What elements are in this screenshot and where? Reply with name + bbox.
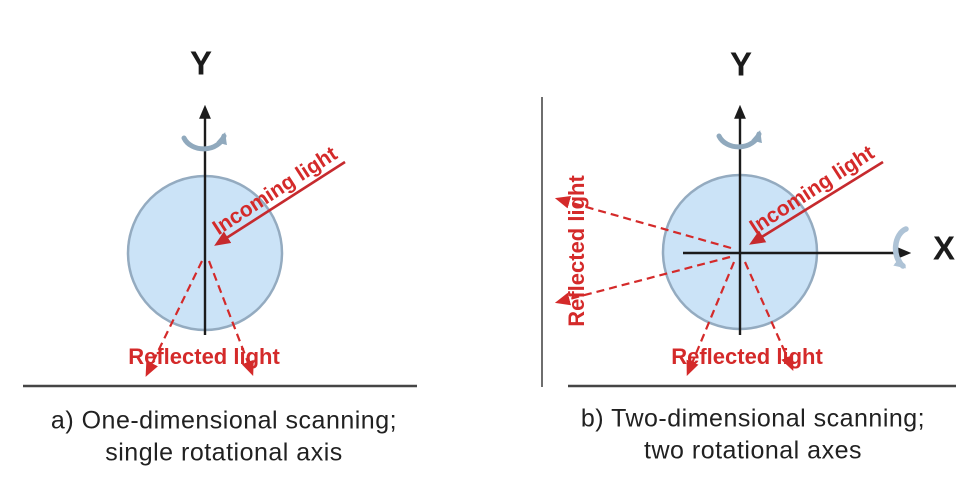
rotation-arrow-y-a-icon — [181, 132, 227, 152]
reflected-ray-b-down-right — [743, 261, 794, 371]
rotation-arrow-x-b-icon — [892, 226, 909, 269]
reflected-ray-b-lower-left — [554, 255, 731, 306]
reflected-light-label-a: Reflected light — [128, 344, 280, 369]
incoming-light-ray-b — [749, 160, 884, 245]
x-axis-label-b: X — [932, 229, 956, 267]
panel-b-graphics — [541, 97, 956, 388]
reflected-ray-a-right — [207, 260, 254, 377]
reflected-light-label-b-wall: Reflected light — [564, 175, 589, 327]
caption-a-line2: single rotational axis — [105, 438, 343, 467]
reflected-light-label-b-ground: Reflected light — [671, 344, 823, 369]
panel-a-graphics — [23, 104, 417, 388]
caption-b-line2: two rotational axes — [644, 436, 862, 465]
reflected-ray-b-upper-left — [554, 196, 732, 250]
incoming-light-ray-a — [214, 160, 346, 246]
reflected-ray-b-down-left — [686, 261, 736, 376]
y-axis-label-b: Y — [729, 45, 753, 83]
caption-b-line1: b) Two-dimensional scanning; — [580, 404, 926, 433]
caption-a-line1: a) One-dimensional scanning; — [50, 406, 398, 435]
rotation-arrow-y-b-icon — [716, 130, 762, 150]
y-axis-label-a: Y — [189, 44, 213, 82]
reflected-ray-a-left — [145, 260, 203, 377]
